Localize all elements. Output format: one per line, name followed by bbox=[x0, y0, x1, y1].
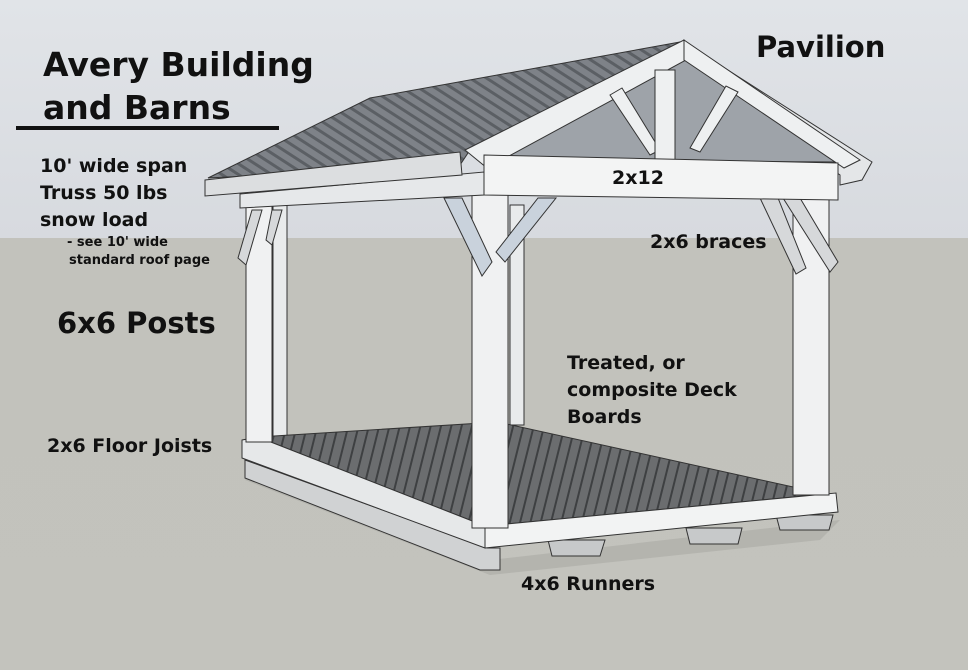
runner-1 bbox=[547, 539, 606, 557]
roof-fascia bbox=[204, 151, 463, 197]
see-note-line2: standard roof page bbox=[69, 253, 210, 268]
deck-rim-front bbox=[484, 492, 839, 549]
deck-label-line1: Treated, or bbox=[567, 352, 685, 374]
company-underline bbox=[16, 126, 279, 130]
brace-mid-left bbox=[443, 197, 493, 277]
deck-label-line3: Boards bbox=[567, 406, 642, 428]
header-beam bbox=[483, 154, 839, 201]
span-label-line3: snow load bbox=[40, 209, 149, 231]
brace-mid-right bbox=[495, 197, 558, 263]
see-note-line1: - see 10' wide bbox=[67, 235, 169, 250]
ground-shadow bbox=[245, 470, 840, 575]
span-label-line2: Truss 50 lbs bbox=[40, 182, 168, 204]
posts-label: 6x6 Posts bbox=[57, 306, 216, 340]
truss-web-right bbox=[689, 85, 739, 153]
braces-label: 2x6 braces bbox=[650, 231, 767, 253]
pavilion-title: Pavilion bbox=[756, 30, 886, 64]
header-beam-label: 2x12 bbox=[612, 167, 664, 189]
runners-label: 4x6 Runners bbox=[521, 573, 656, 595]
deck-label-line2: composite Deck bbox=[567, 379, 737, 401]
runner-3 bbox=[775, 514, 834, 531]
floor-joists-label: 2x6 Floor Joists bbox=[47, 435, 213, 457]
span-label-line1: 10' wide span bbox=[40, 155, 188, 177]
company-name-line2: and Barns bbox=[43, 88, 231, 127]
back-right-post bbox=[509, 204, 525, 426]
company-name-line1: Avery Building bbox=[43, 45, 314, 84]
truss-web-center bbox=[654, 69, 676, 161]
back-left-post bbox=[272, 204, 288, 438]
gable-top-chord-right bbox=[683, 39, 861, 169]
brace-left-b bbox=[265, 209, 283, 246]
runner-2 bbox=[685, 527, 743, 545]
brace-left-a bbox=[237, 209, 263, 266]
